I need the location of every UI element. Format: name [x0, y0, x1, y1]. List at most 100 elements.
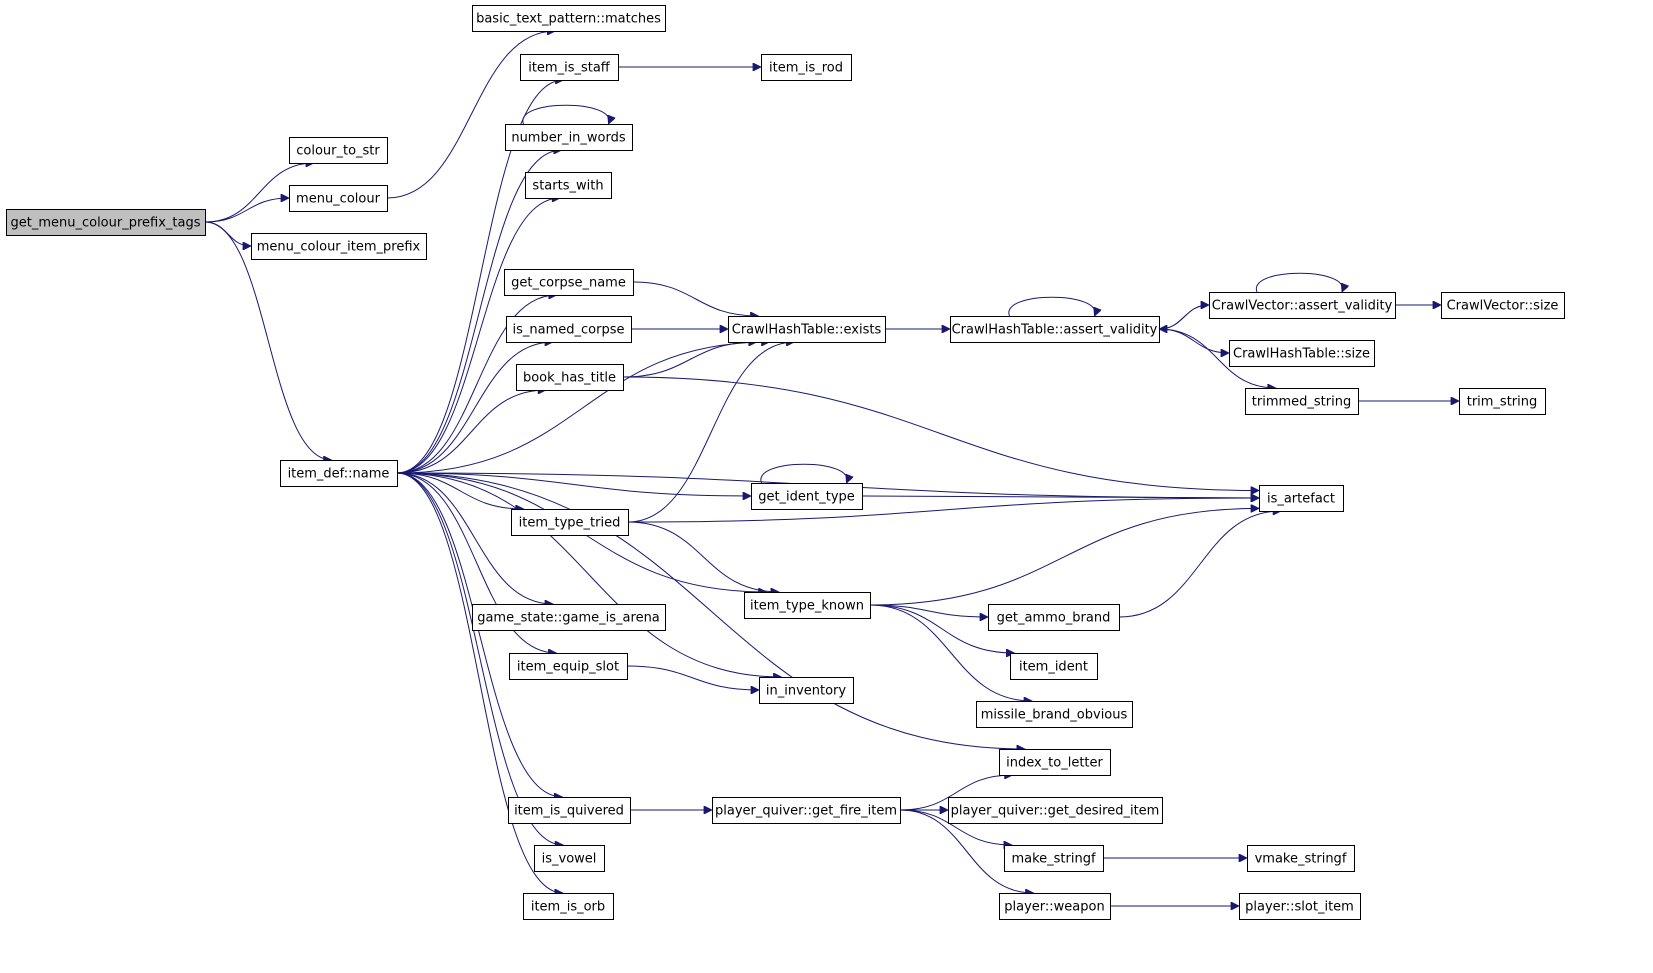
- node-label: item_is_staff: [528, 61, 611, 76]
- node-missile-brand-obvious[interactable]: missile_brand_obvious: [976, 701, 1133, 728]
- edge-item-def-name-to-crawlhashtable-exists: [396, 342, 770, 474]
- node-label: is_vowel: [542, 852, 597, 867]
- node-label: get_corpse_name: [511, 276, 626, 291]
- node-label: player_quiver::get_fire_item: [715, 804, 897, 819]
- node-get-ident-type[interactable]: get_ident_type: [751, 483, 863, 510]
- node-starts-with[interactable]: starts_with: [525, 172, 612, 199]
- node-get-menu-colour-prefix-tags[interactable]: get_menu_colour_prefix_tags: [6, 209, 206, 236]
- node-player-weapon[interactable]: player::weapon: [999, 893, 1111, 920]
- node-box: [712, 797, 901, 824]
- edge-get-ident-type-to-get-ident-type: [760, 463, 847, 483]
- node-crawlhashtable-assert-validity[interactable]: CrawlHashTable::assert_validity: [950, 316, 1160, 343]
- node-crawlvector-assert-validity[interactable]: CrawlVector::assert_validity: [1209, 292, 1396, 319]
- edge-get-corpse-name-to-crawlhashtable-exists: [632, 281, 759, 316]
- node-label: trimmed_string: [1252, 395, 1351, 410]
- edge-crawlhashtable-assert-validity-to-crawlhashtable-assert-validity: [1008, 296, 1095, 316]
- node-box: [1245, 388, 1359, 415]
- node-vmake-stringf[interactable]: vmake_stringf: [1247, 845, 1355, 872]
- node-menu-colour[interactable]: menu_colour: [289, 185, 388, 212]
- node-box: [1239, 893, 1361, 920]
- edge-get-ammo-brand-to-is-artefact: [1118, 511, 1281, 618]
- node-trimmed-string[interactable]: trimmed_string: [1245, 388, 1359, 415]
- node-label: colour_to_str: [296, 144, 380, 159]
- node-crawlvector-size[interactable]: CrawlVector::size: [1441, 292, 1565, 319]
- node-crawlhashtable-size[interactable]: CrawlHashTable::size: [1229, 340, 1375, 367]
- edge-item-def-name-to-get-ident-type: [396, 472, 751, 496]
- edge-item-type-known-to-get-ammo-brand: [869, 604, 988, 617]
- node-item-type-known[interactable]: item_type_known: [744, 592, 871, 619]
- edge-player-quiver-get-fire-item-to-make-stringf: [899, 809, 1012, 845]
- node-player-quiver-get-fire-item[interactable]: player_quiver::get_fire_item: [712, 797, 901, 824]
- node-label: trim_string: [1467, 395, 1538, 410]
- node-label: item_type_tried: [519, 516, 621, 531]
- edge-player-quiver-get-fire-item-to-player-weapon: [899, 809, 1034, 893]
- node-box: [950, 316, 1160, 343]
- node-box: [1441, 292, 1565, 319]
- node-item-is-staff[interactable]: item_is_staff: [520, 54, 619, 81]
- node-get-corpse-name[interactable]: get_corpse_name: [504, 269, 634, 296]
- edge-menu-colour-to-basic-text-pattern-matches: [386, 31, 555, 199]
- node-label: get_menu_colour_prefix_tags: [10, 216, 200, 231]
- node-box: [508, 797, 631, 824]
- node-box: [1229, 340, 1375, 367]
- node-label: vmake_stringf: [1255, 852, 1347, 867]
- node-item-is-orb[interactable]: item_is_orb: [523, 893, 614, 920]
- node-label: get_ident_type: [758, 490, 855, 505]
- node-make-stringf[interactable]: make_stringf: [1004, 845, 1104, 872]
- node-box: [744, 592, 871, 619]
- node-colour-to-str[interactable]: colour_to_str: [289, 137, 388, 164]
- edge-item-type-tried-to-is-artefact: [627, 498, 1259, 523]
- node-item-ident[interactable]: item_ident: [1010, 653, 1098, 680]
- edge-item-def-name-to-starts-with: [396, 198, 560, 474]
- node-box: [472, 5, 666, 32]
- node-number-in-words[interactable]: number_in_words: [505, 124, 633, 151]
- edge-item-type-known-to-missile-brand-obvious: [869, 604, 1032, 701]
- node-box: [1459, 388, 1546, 415]
- node-label: CrawlHashTable::exists: [732, 323, 882, 338]
- node-box: [280, 460, 398, 487]
- node-box: [1004, 845, 1104, 872]
- node-box: [523, 893, 614, 920]
- edge-item-type-tried-to-crawlhashtable-exists: [627, 342, 794, 523]
- node-in-inventory[interactable]: in_inventory: [759, 677, 854, 704]
- node-game-state-game-is-arena[interactable]: game_state::game_is_arena: [472, 604, 666, 631]
- node-item-equip-slot[interactable]: item_equip_slot: [509, 653, 628, 680]
- node-get-ammo-brand[interactable]: get_ammo_brand: [988, 604, 1120, 631]
- node-basic-text-pattern-matches[interactable]: basic_text_pattern::matches: [472, 5, 666, 32]
- edge-item-def-name-to-in-inventory: [396, 472, 781, 677]
- node-label: menu_colour_item_prefix: [257, 240, 421, 255]
- node-menu-colour-item-prefix[interactable]: menu_colour_item_prefix: [251, 233, 427, 260]
- node-box: [999, 893, 1111, 920]
- node-box: [506, 316, 632, 343]
- node-book-has-title[interactable]: book_has_title: [516, 364, 624, 391]
- node-box: [505, 124, 633, 151]
- node-item-is-rod[interactable]: item_is_rod: [761, 54, 852, 81]
- node-label: player::weapon: [1004, 900, 1104, 915]
- edge-item-def-name-to-item-is-quivered: [396, 472, 562, 797]
- node-is-named-corpse[interactable]: is_named_corpse: [506, 316, 632, 343]
- edge-item-equip-slot-to-in-inventory: [626, 665, 759, 690]
- node-trim-string[interactable]: trim_string: [1459, 388, 1546, 415]
- edge-crawlhashtable-assert-validity-to-trimmed-string: [1158, 328, 1276, 388]
- node-box: [511, 509, 629, 536]
- node-item-type-tried[interactable]: item_type_tried: [511, 509, 629, 536]
- node-player-quiver-get-desired-item[interactable]: player_quiver::get_desired_item: [948, 797, 1163, 824]
- edge-item-def-name-to-item-is-orb: [396, 472, 563, 893]
- node-crawlhashtable-exists[interactable]: CrawlHashTable::exists: [728, 316, 886, 343]
- node-is-artefact[interactable]: is_artefact: [1259, 485, 1344, 512]
- node-index-to-letter[interactable]: index_to_letter: [999, 749, 1111, 776]
- node-box: [1010, 653, 1098, 680]
- node-item-def-name[interactable]: item_def::name: [280, 460, 398, 487]
- node-player-slot-item[interactable]: player::slot_item: [1239, 893, 1361, 920]
- node-label: in_inventory: [766, 684, 847, 699]
- edge-book-has-title-to-crawlhashtable-exists: [622, 342, 757, 378]
- node-box: [6, 209, 206, 236]
- node-label: is_named_corpse: [513, 323, 625, 338]
- edge-item-def-name-to-number-in-words: [396, 150, 562, 474]
- node-box: [988, 604, 1120, 631]
- node-box: [751, 483, 863, 510]
- node-is-vowel[interactable]: is_vowel: [534, 845, 605, 872]
- node-item-is-quivered[interactable]: item_is_quivered: [508, 797, 631, 824]
- node-label: get_ammo_brand: [997, 611, 1111, 626]
- edge-get-ident-type-to-is-artefact: [861, 496, 1259, 498]
